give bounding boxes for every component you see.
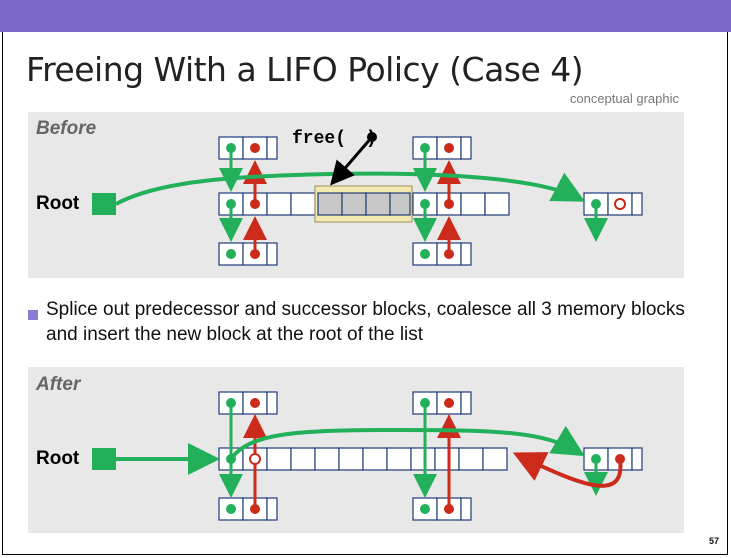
root-label-after: Root — [36, 448, 80, 469]
new-block-next-pointer — [229, 425, 585, 461]
root-label-before: Root — [36, 193, 80, 214]
after-label: After — [36, 374, 81, 395]
memory-row-before — [218, 192, 510, 216]
old-block-prev-pointer — [512, 452, 623, 488]
page-number: 57 — [708, 536, 719, 546]
slide-subtitle: conceptual graphic — [569, 91, 679, 106]
after-diagram — [92, 391, 643, 521]
top-accent-bar — [0, 0, 731, 32]
bullet-text: Splice out predecessor and successor blo… — [46, 299, 685, 345]
slide-title: Freeing With a LIFO Policy (Case 4) — [26, 50, 584, 89]
before-label: Before — [36, 118, 97, 139]
before-diagram: free() — [92, 129, 643, 266]
slide-frame — [2, 32, 728, 555]
root-node-before — [92, 193, 116, 215]
neighbor-blocks-after — [218, 391, 643, 521]
pointer-dots-before — [226, 143, 626, 259]
bullet-icon — [28, 310, 38, 320]
freed-block — [317, 192, 411, 216]
root-node-after — [92, 448, 116, 470]
memory-row-after — [218, 447, 508, 471]
pointer-dots-after — [226, 398, 625, 514]
free-pointer-arrow — [330, 136, 374, 186]
